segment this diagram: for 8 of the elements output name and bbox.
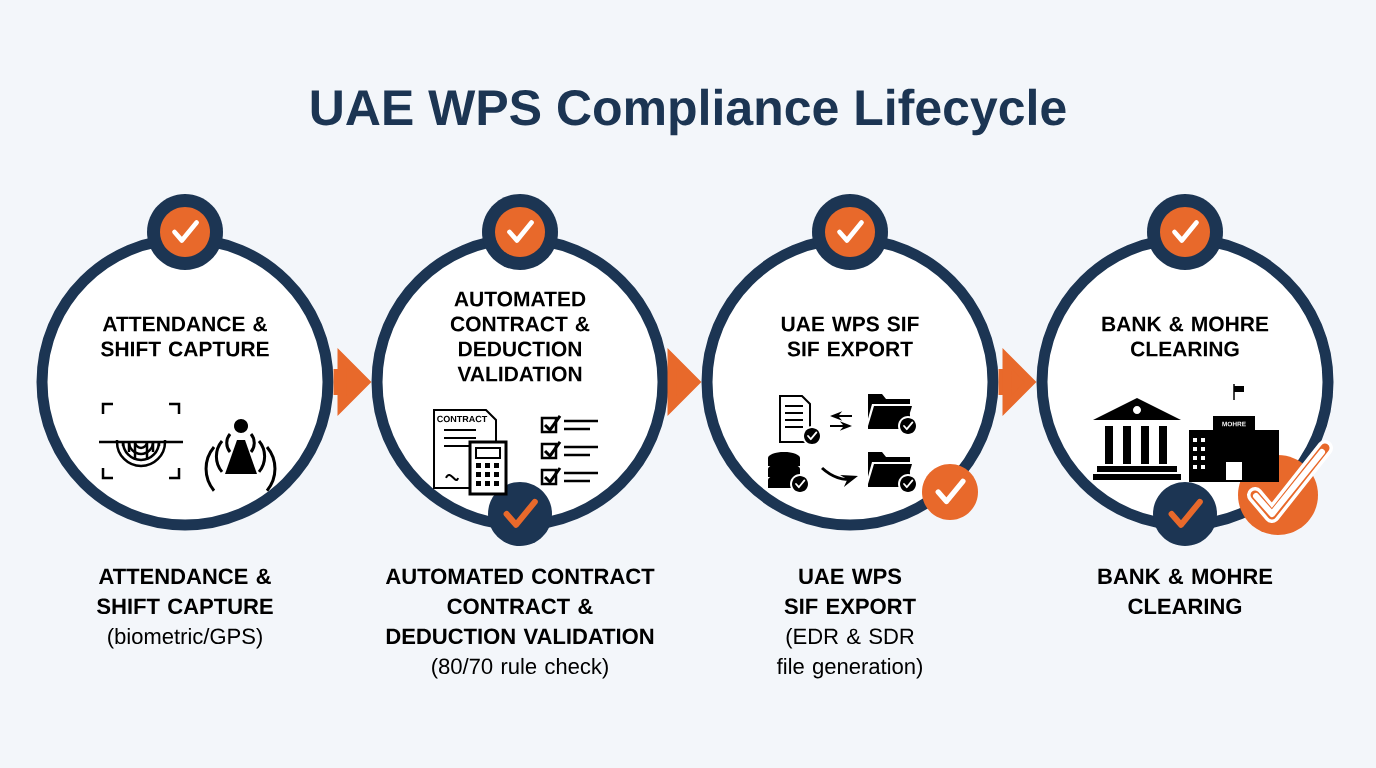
caption-heading: AUTOMATED CONTRACT CONTRACT & DEDUCTION VALIDATION: [385, 568, 655, 645]
caption-note: (80/70 rule check): [432, 657, 608, 679]
caption-heading: BANK & MOHRE CLEARING: [1098, 568, 1273, 615]
caption-heading: ATTENDANCE & SHIFT CAPTURE: [97, 568, 273, 615]
title: UAE WPS Compliance Lifecycle: [311, 88, 1066, 136]
caption-note: (biometric/GPS): [108, 627, 262, 649]
caption-heading: UAE WPS SIF EXPORT: [784, 568, 916, 615]
caption-note: (EDR & SDR file generation): [776, 627, 922, 679]
